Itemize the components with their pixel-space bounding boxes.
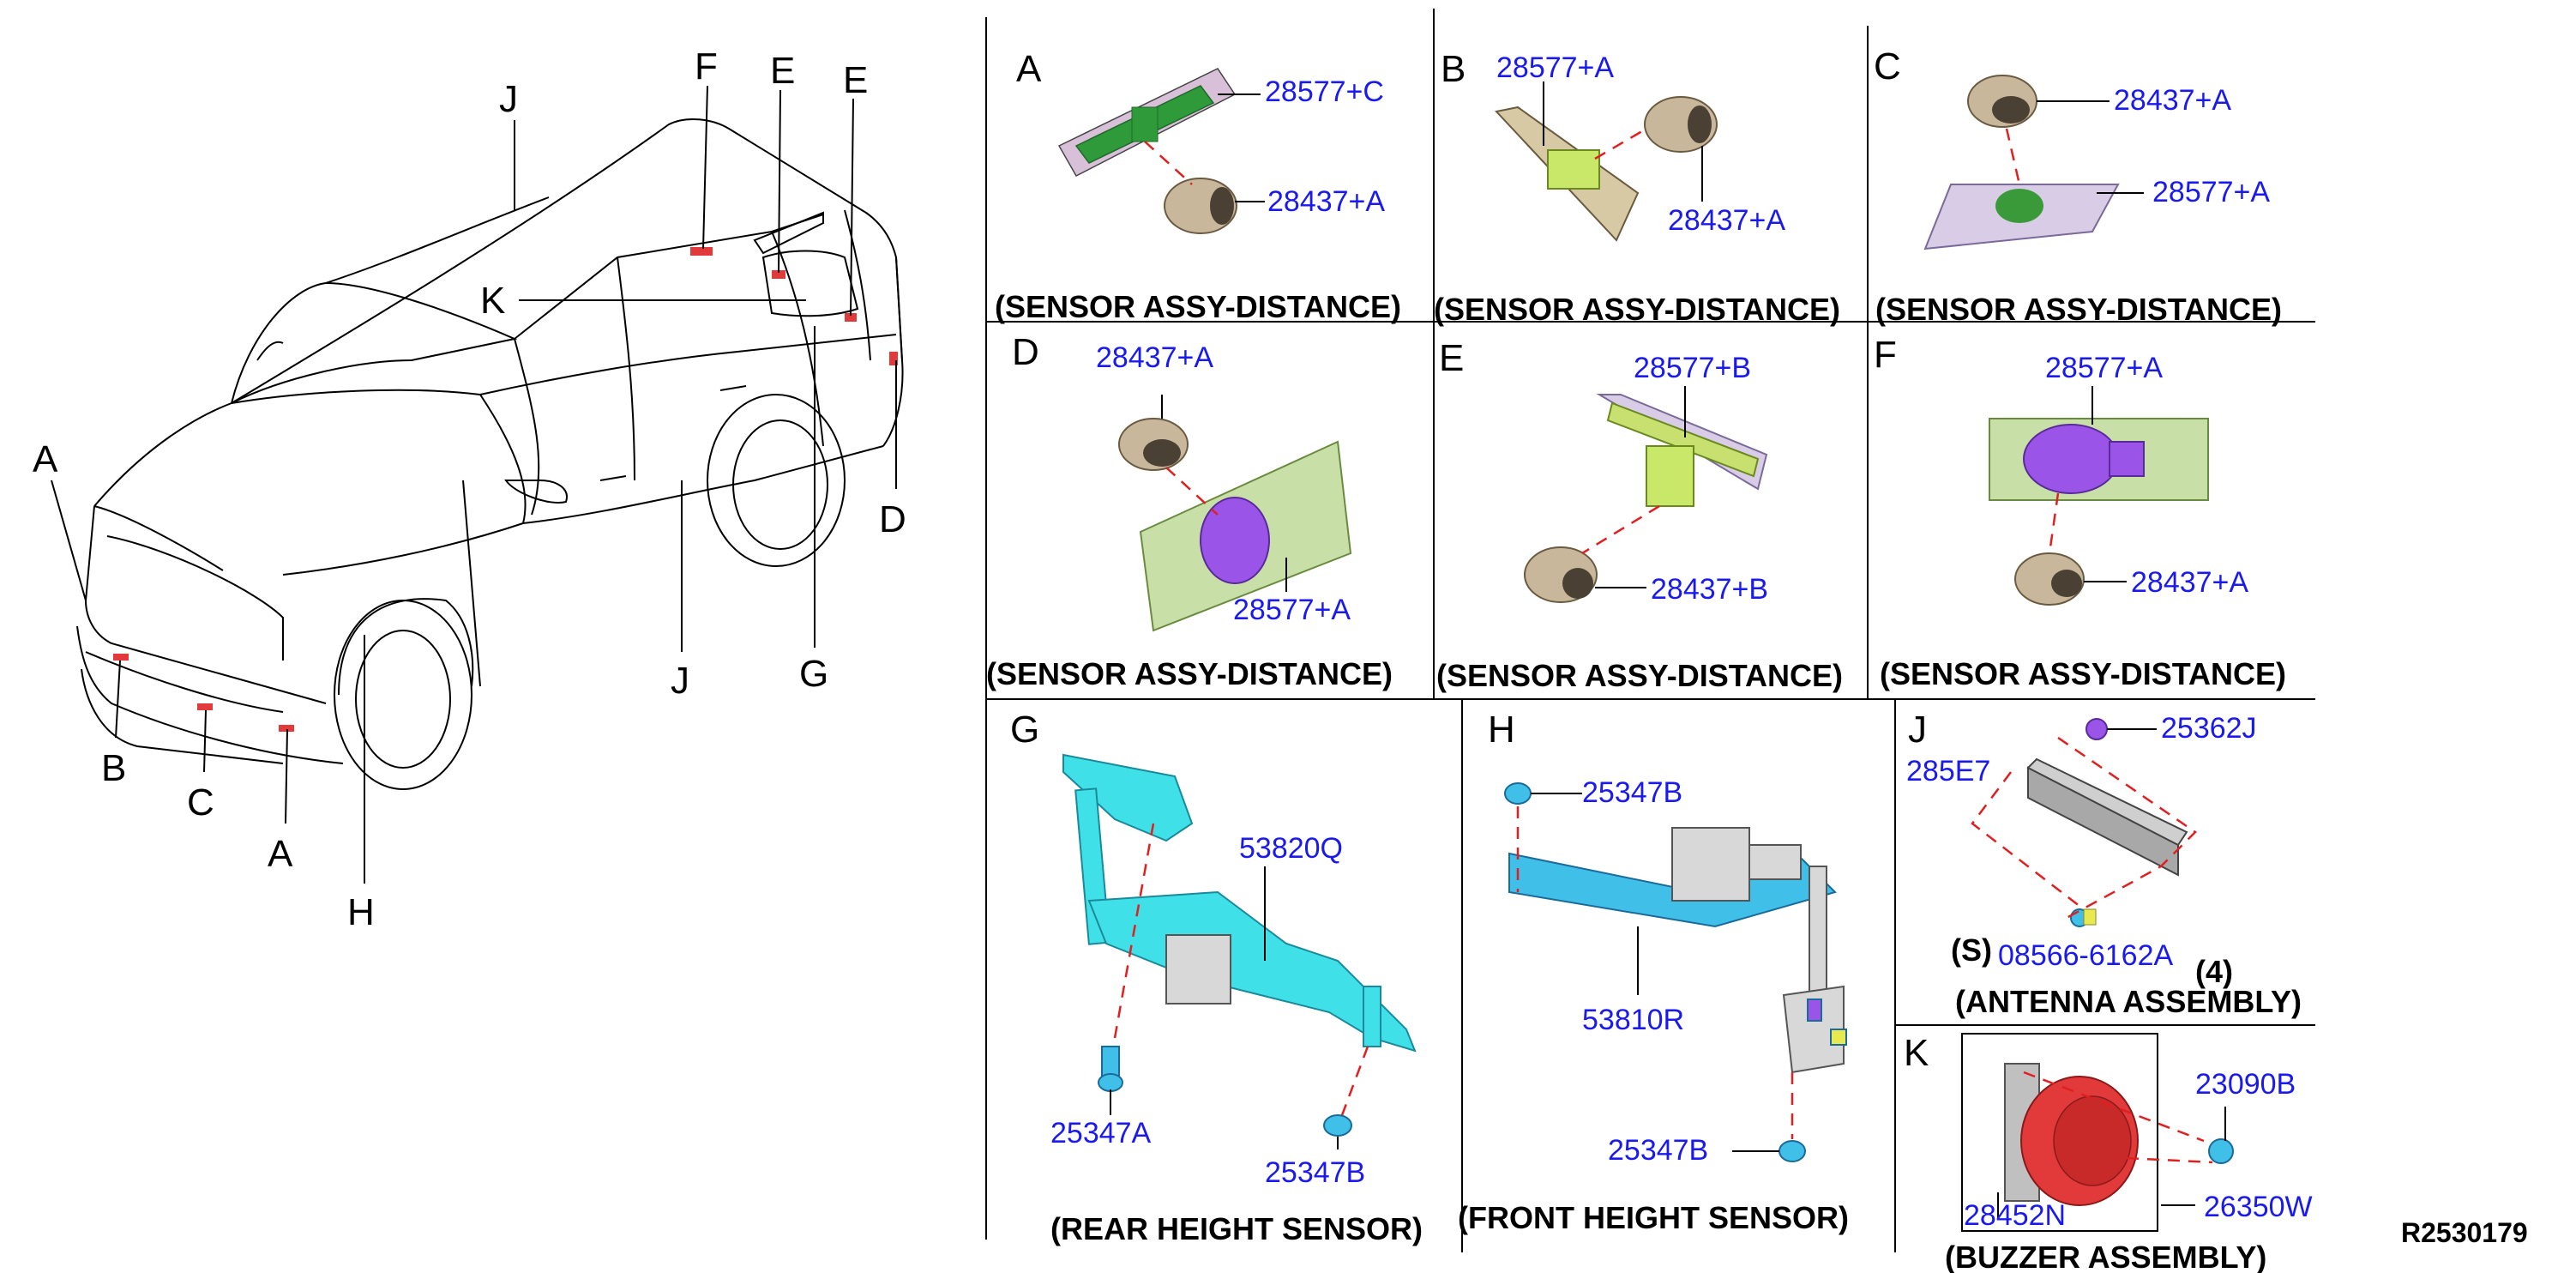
panel-caption: (ANTENNA ASSEMBLY) [1955,984,2302,1019]
panel-K: K 23090B 28452N 26350W (BUZZER ASSEMBLY) [1904,1032,2313,1273]
vehicle-overview: F E E J K A D G J B C A H [33,45,906,933]
part-number: 28437+A [2131,566,2248,599]
panel-G: G 53820Q 25347A 25347B (REAR HEIGHT SENS… [1010,709,1423,1246]
buzzer-frame [1961,1033,2158,1232]
buzzer [2004,1063,2139,1206]
part-note: (S) [1951,932,1992,968]
sensor-head [1967,75,2037,128]
callout-H: H [347,891,375,933]
part-number: 28452N [1964,1199,2066,1232]
panel-caption: (SENSOR ASSY-DISTANCE) [1875,292,2282,327]
panel-caption: (REAR HEIGHT SENSOR) [1050,1211,1423,1246]
part-note: (4) [2195,954,2233,989]
part-number: 25347B [1608,1134,1708,1167]
panel-letter: J [1908,709,1927,751]
fastener [1504,782,1806,1162]
part-number: 285E7 [1906,755,1990,787]
panel-letter: F [1874,334,1897,376]
part-number: 25347B [1582,776,1682,809]
sensor-marks [113,247,898,732]
panel-caption: (FRONT HEIGHT SENSOR) [1458,1200,1849,1235]
bracket-clip [1547,149,1600,190]
panel-caption: (SENSOR ASSY-DISTANCE) [1436,658,1843,693]
part-number: 28437+A [1668,204,1785,237]
callout-B: B [101,747,126,789]
sensor-head [2014,552,2085,606]
part-number: 28437+A [1096,341,1213,374]
fastener [1098,1046,1352,1137]
part-number: 25347A [1050,1117,1152,1149]
callout-F: F [695,45,718,87]
panel-caption: (BUZZER ASSEMBLY) [1945,1240,2266,1273]
part-number: 28577+A [2152,176,2270,208]
callout-E-1: E [770,50,795,92]
part-number: 26350W [2204,1191,2313,1223]
part-number: 28577+B [1634,352,1751,384]
callout-A-1: A [33,438,58,480]
panel-caption: (SENSOR ASSY-DISTANCE) [995,289,1401,324]
part-number: 28437+B [1651,573,1768,606]
callout-K: K [480,280,505,322]
front-height-sensor [1508,827,1847,1074]
callout-E-2: E [843,59,868,101]
vehicle-callout-letters: F E E J K A D G J B C A H [33,45,906,933]
panel-letter: H [1488,709,1515,751]
panel-letter: D [1012,331,1039,373]
bracket [1057,68,1237,177]
panel-H: H 25347B 53810R 25347B (FRONT HEIGHT SEN… [1458,709,1849,1235]
callout-G: G [799,653,828,695]
part-number: 53820Q [1239,832,1343,865]
panel-letter: G [1010,709,1039,751]
panel-letter: K [1904,1032,1929,1074]
panel-letter: B [1441,48,1466,90]
part-number: 25362J [2161,712,2257,745]
callout-leaders [51,85,897,884]
part-number: 28577+C [1265,75,1384,108]
part-number: 28577+A [1233,594,1351,626]
callout-J-2: J [671,660,689,702]
part-number: 28577+A [2045,352,2163,384]
panel-grid [985,9,2315,1252]
callout-J-1: J [499,78,518,120]
sensor-head [1644,96,1718,153]
panel-E: E 28577+B 28437+B (SENSOR ASSY-DISTANCE) [1436,337,1843,693]
part-number: 25347B [1265,1156,1365,1189]
panel-C: C 28437+A 28577+A (SENSOR ASSY-DISTANCE) [1874,45,2282,327]
part-number: 28437+A [1267,185,1385,218]
part-number: 28577+A [1496,51,1614,84]
panel-letter: E [1439,337,1464,379]
panel-letter: A [1016,48,1042,90]
rear-height-sensor [1062,753,1417,1053]
panel-D: D 28437+A 28577+A (SENSOR ASSY-DISTANCE) [986,331,1393,691]
sensor-head [1118,418,1189,471]
panel-F: F 28577+A 28437+A (SENSOR ASSY-DISTANCE) [1874,334,2286,691]
part-number: 08566-6162A [1998,939,2174,972]
part-number: 23090B [2195,1068,2296,1101]
panel-caption: (SENSOR ASSY-DISTANCE) [1434,292,1840,327]
callout-D: D [879,498,906,540]
drawing-number: R2530179 [2401,1217,2528,1248]
callout-A-2: A [268,833,293,875]
panel-A: A 28577+C 28437+A (SENSOR ASSY-DISTANCE) [995,48,1401,324]
callout-C: C [187,781,214,824]
vehicle-outline [76,118,904,790]
panel-letter: C [1874,45,1901,87]
sensor-head [1164,178,1237,234]
part-number: 53810R [1582,1004,1684,1036]
panel-B: B 28577+A 28437+A (SENSOR ASSY-DISTANCE) [1434,48,1840,327]
panel-caption: (SENSOR ASSY-DISTANCE) [986,656,1393,691]
sensor-head [1524,546,1598,603]
panel-J: J 25362J 285E7 (S) 08566-6162A (4) (ANTE… [1906,709,2302,1019]
antenna [2026,757,2188,877]
panel-caption: (SENSOR ASSY-DISTANCE) [1880,656,2286,691]
part-number: 28437+A [2114,84,2231,117]
